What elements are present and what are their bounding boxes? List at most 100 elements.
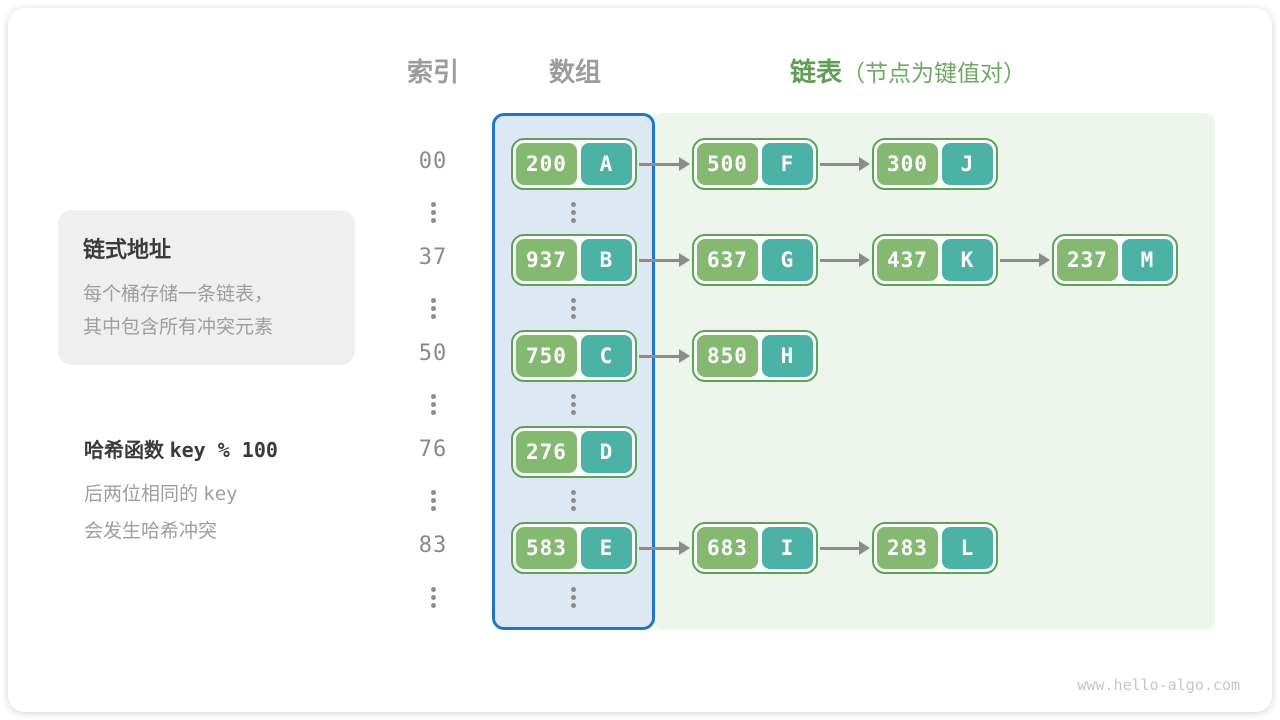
list-header-note: （节点为键值对） <box>842 60 1027 86</box>
node-key: 750 <box>516 335 577 377</box>
ellipsis-dot <box>431 394 436 399</box>
node-key: 200 <box>516 143 577 185</box>
ellipsis-dot <box>431 306 436 311</box>
ellipsis-dot <box>431 202 436 207</box>
chaining-callout: 链式地址 每个桶存储一条链表， 其中包含所有冲突元素 <box>58 210 355 365</box>
callout-line-1: 每个桶存储一条链表， <box>83 284 274 305</box>
link-arrow <box>639 348 690 364</box>
ellipsis-dot <box>431 498 436 503</box>
node-value: C <box>580 335 632 377</box>
index-label: 50 <box>418 341 448 366</box>
node-value: L <box>941 527 993 569</box>
list-column-header: 链表 （节点为键值对） <box>790 52 1026 89</box>
ellipsis-dot <box>571 210 576 215</box>
index-ellipsis <box>431 202 436 223</box>
index-label: 76 <box>418 437 448 462</box>
link-arrow <box>820 156 870 172</box>
ellipsis-dot <box>571 595 576 600</box>
ellipsis-dot <box>431 506 436 511</box>
ellipsis-dot <box>431 410 436 415</box>
index-label: 83 <box>418 533 448 558</box>
node-key: 683 <box>697 527 758 569</box>
index-column-header: 索引 <box>406 57 459 87</box>
array-ellipsis <box>571 202 576 223</box>
node-value: I <box>761 527 813 569</box>
node-key: 637 <box>697 239 758 281</box>
ellipsis-dot <box>571 298 576 303</box>
array-ellipsis <box>571 394 576 415</box>
ellipsis-dot <box>571 506 576 511</box>
link-arrow <box>639 540 690 556</box>
index-label: 37 <box>418 245 448 270</box>
ellipsis-dot <box>431 298 436 303</box>
node-value: A <box>580 143 632 185</box>
ellipsis-dot <box>571 410 576 415</box>
array-ellipsis <box>571 298 576 319</box>
link-arrow <box>820 540 870 556</box>
list-header-title: 链表 <box>790 57 843 87</box>
link-arrow <box>639 252 690 268</box>
node-key: 300 <box>877 143 938 185</box>
callout-title: 链式地址 <box>83 237 172 262</box>
hash-note-line-1: 后两位相同的 key <box>84 476 278 513</box>
ellipsis-dot <box>431 595 436 600</box>
watermark: www.hello-algo.com <box>1077 676 1240 694</box>
node-key: 237 <box>1057 239 1118 281</box>
hash-function-note: 哈希函数 key % 100 后两位相同的 key 会发生哈希冲突 <box>84 434 278 550</box>
node-value: E <box>580 527 632 569</box>
node-key: 850 <box>697 335 758 377</box>
ellipsis-dot <box>571 218 576 223</box>
node-key: 500 <box>697 143 758 185</box>
ellipsis-dot <box>431 603 436 608</box>
hash-note-line-2: 会发生哈希冲突 <box>84 521 218 542</box>
ellipsis-dot <box>571 402 576 407</box>
hash-note-title: 哈希函数 key % 100 <box>84 434 278 463</box>
node-value: K <box>941 239 993 281</box>
callout-line-2: 其中包含所有冲突元素 <box>83 317 274 338</box>
hash-note-title-text: 哈希函数 <box>84 440 164 462</box>
link-arrow <box>639 156 690 172</box>
ellipsis-dot <box>431 314 436 319</box>
node-value: F <box>761 143 813 185</box>
ellipsis-dot <box>431 218 436 223</box>
node-value: D <box>580 431 632 473</box>
ellipsis-dot <box>431 402 436 407</box>
node-value: M <box>1121 239 1173 281</box>
node-value: J <box>941 143 993 185</box>
index-ellipsis <box>431 490 436 511</box>
array-ellipsis <box>571 490 576 511</box>
ellipsis-dot <box>571 306 576 311</box>
index-ellipsis <box>431 394 436 415</box>
node-value: H <box>761 335 813 377</box>
node-key: 937 <box>516 239 577 281</box>
ellipsis-dot <box>571 490 576 495</box>
node-key: 437 <box>877 239 938 281</box>
index-ellipsis <box>431 587 436 608</box>
hash-note-line-1-code: key <box>203 483 238 505</box>
node-key: 276 <box>516 431 577 473</box>
ellipsis-dot <box>431 490 436 495</box>
link-arrow <box>1000 252 1050 268</box>
ellipsis-dot <box>571 314 576 319</box>
ellipsis-dot <box>571 587 576 592</box>
node-value: B <box>580 239 632 281</box>
node-key: 583 <box>516 527 577 569</box>
hash-note-title-code: key % 100 <box>169 438 278 462</box>
hash-note-line-1-text: 后两位相同的 <box>84 484 199 505</box>
node-value: G <box>761 239 813 281</box>
ellipsis-dot <box>431 210 436 215</box>
node-key: 283 <box>877 527 938 569</box>
ellipsis-dot <box>571 202 576 207</box>
